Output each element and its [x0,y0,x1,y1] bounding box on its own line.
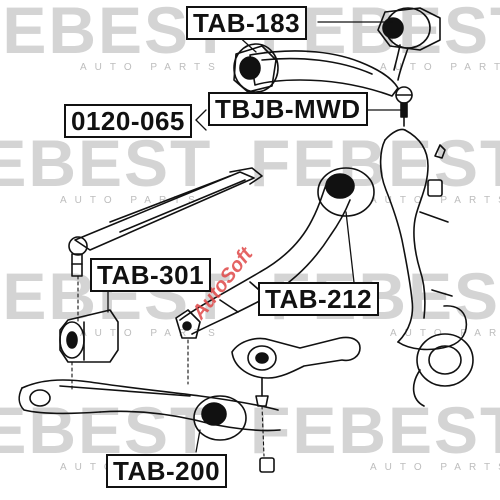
watermark-sub: AUTO PARTS [380,62,500,73]
watermark-brand: FEBEST [250,393,500,467]
watermark-sub: AUTO PARTS [370,195,500,206]
watermark-sub: AUTO PARTS [80,62,223,73]
watermark-brand: FEBEST [250,126,500,200]
upper-control-arm [233,7,441,97]
label-tab-183: TAB-183 [186,6,308,40]
label-tab-212: TAB-212 [258,282,380,316]
lower-control-arm-200 [18,379,281,473]
watermark-sub: AUTO PARTS [80,328,223,339]
label-tab-301: TAB-301 [90,258,212,292]
guide-dashes [71,275,265,457]
bushing-301 [59,309,119,363]
steering-knuckle [379,128,474,407]
label-tab-200: TAB-200 [106,454,228,488]
lower-ball-joint [231,336,361,407]
watermark-brand: FEBEST [0,126,213,200]
upper-ball-joint [395,86,413,127]
watermark-sub: AUTO PARTS [60,195,203,206]
lateral-link [68,167,263,277]
label-tbjb-mwd: TBJB-MWD [208,92,368,126]
watermark-sub: AUTO PARTS [370,462,500,473]
label-0120-065: 0120-065 [64,104,192,138]
